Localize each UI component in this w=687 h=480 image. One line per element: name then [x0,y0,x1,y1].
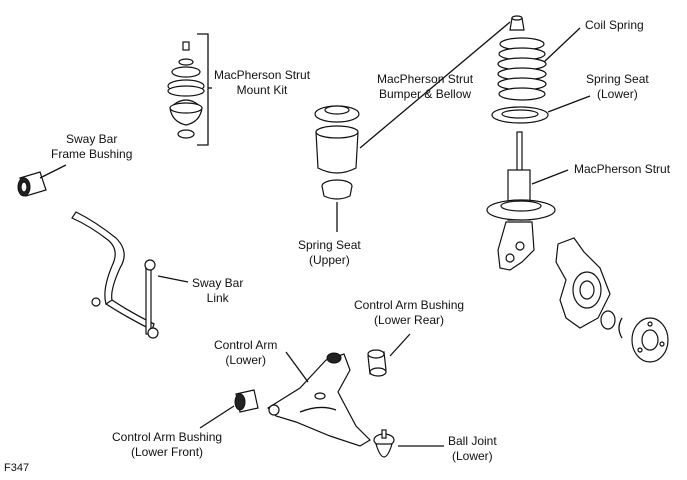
knuckle-hub-drawing [555,237,669,363]
ball-joint-drawing [373,429,444,458]
label-spring-seat-upper: Spring Seat (Upper) [298,238,361,267]
label-coil-spring: Coil Spring [585,18,644,32]
spring-seat-lower-drawing [491,95,591,124]
ca-bushing-front-drawing [199,389,259,429]
strut-mount-kit-drawing [167,33,209,146]
coil-spring-drawing [497,15,581,101]
label-ball-joint: Ball Joint (Lower) [448,434,497,463]
label-control-arm: Control Arm (Lower) [214,338,278,367]
label-control-arm-bushing-front: Control Arm Bushing (Lower Front) [112,430,223,459]
label-macpherson-strut: MacPherson Strut [574,162,671,176]
label-sway-bar-frame-bushing: Sway Bar Frame Bushing [51,132,133,161]
label-spring-seat-lower: Spring Seat (Lower) [586,72,649,101]
strut-drawing [486,131,569,271]
label-control-arm-bushing-rear: Control Arm Bushing (Lower Rear) [354,298,465,327]
sway-bar-drawing [71,211,189,339]
label-sway-bar-link: Sway Bar Link [192,276,244,305]
label-mount-kit: MacPherson Strut Mount Kit [214,68,311,97]
bumper-bellow-drawing [314,21,511,232]
sway-bar-bushing-drawing [17,164,67,197]
ca-bushing-rear-drawing [367,333,411,377]
label-bumper-bellow: MacPherson Strut Bumper & Bellow [377,72,474,101]
figure-id: F347 [4,462,30,474]
control-arm-drawing [267,351,371,447]
